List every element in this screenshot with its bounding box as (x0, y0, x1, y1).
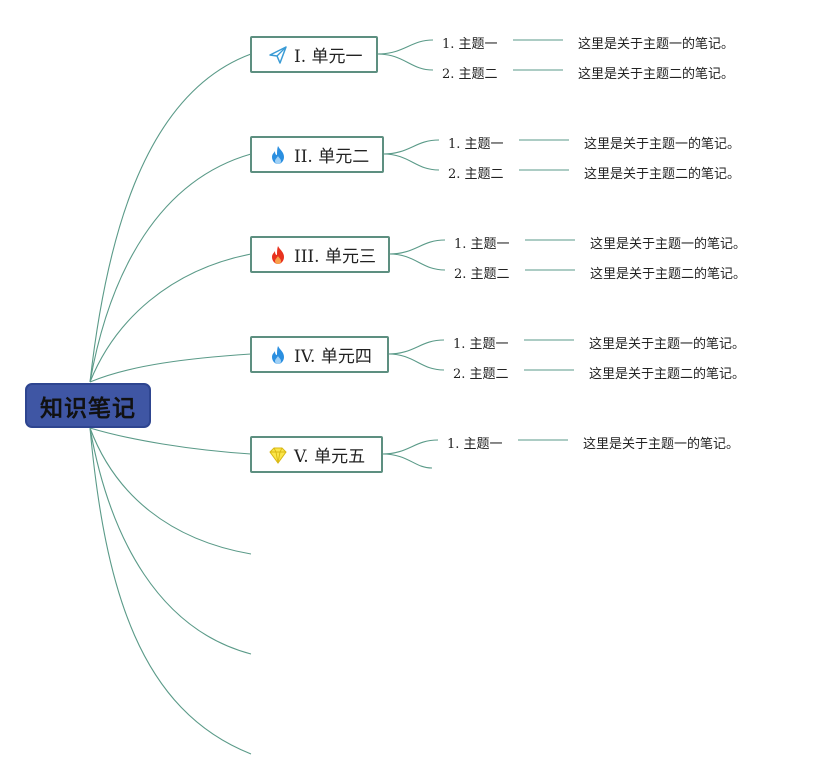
topic-node[interactable]: 2. 主题二 (454, 267, 510, 282)
root-node[interactable]: 知识笔记 (25, 383, 151, 428)
topic-line (388, 239, 446, 255)
red-flame-icon (268, 245, 288, 265)
branch-line-empty-7 (89, 427, 252, 655)
unit-label: V. 单元五 (294, 447, 366, 467)
unit-label: I. 单元一 (294, 47, 363, 67)
topic-node[interactable]: 2. 主题二 (448, 167, 504, 182)
unit-label: IV. 单元四 (294, 347, 372, 367)
topic-node[interactable]: 1. 主题一 (453, 337, 509, 352)
topic-line (381, 453, 433, 469)
topic-node[interactable]: 1. 主题一 (447, 437, 503, 452)
branch-line-unit-4 (89, 353, 252, 383)
note-text: 这里是关于主题一的笔记。 (578, 37, 735, 52)
unit-label: III. 单元三 (294, 247, 376, 267)
topic-line (382, 139, 440, 155)
branch-line-unit-1 (89, 53, 252, 383)
topic-line (382, 153, 440, 171)
root-label: 知识笔记 (40, 395, 136, 422)
topic-line (388, 253, 446, 271)
diamond-icon (268, 445, 288, 465)
unit-node-1[interactable]: I. 单元一 (250, 36, 378, 73)
branch-line-empty-6 (89, 427, 252, 555)
note-text: 这里是关于主题一的笔记。 (584, 137, 741, 152)
topic-node[interactable]: 2. 主题二 (442, 67, 498, 82)
topic-line (381, 439, 439, 455)
unit-node-3[interactable]: III. 单元三 (250, 236, 390, 273)
blue-flame-icon (268, 145, 288, 165)
unit-label: II. 单元二 (294, 147, 370, 167)
branch-line-empty-8 (89, 427, 252, 755)
topic-node[interactable]: 1. 主题一 (442, 37, 498, 52)
blue-flame-icon (268, 345, 288, 365)
topic-line (387, 339, 445, 355)
note-text: 这里是关于主题二的笔记。 (590, 267, 747, 282)
unit-node-5[interactable]: V. 单元五 (250, 436, 383, 473)
topic-line (387, 353, 445, 371)
topic-node[interactable]: 1. 主题一 (454, 237, 510, 252)
note-text: 这里是关于主题一的笔记。 (590, 237, 747, 252)
paper-plane-icon (268, 45, 288, 65)
note-text: 这里是关于主题二的笔记。 (584, 167, 741, 182)
topic-line (376, 53, 434, 71)
topic-node[interactable]: 2. 主题二 (453, 367, 509, 382)
topic-node[interactable]: 1. 主题一 (448, 137, 504, 152)
branch-line-unit-2 (89, 153, 252, 383)
topic-line (376, 39, 434, 55)
unit-node-2[interactable]: II. 单元二 (250, 136, 384, 173)
branch-line-unit-5 (89, 427, 252, 455)
branch-line-unit-3 (89, 253, 252, 383)
note-text: 这里是关于主题一的笔记。 (583, 437, 740, 452)
note-text: 这里是关于主题二的笔记。 (578, 67, 735, 82)
note-text: 这里是关于主题二的笔记。 (589, 367, 746, 382)
note-text: 这里是关于主题一的笔记。 (589, 337, 746, 352)
unit-node-4[interactable]: IV. 单元四 (250, 336, 389, 373)
